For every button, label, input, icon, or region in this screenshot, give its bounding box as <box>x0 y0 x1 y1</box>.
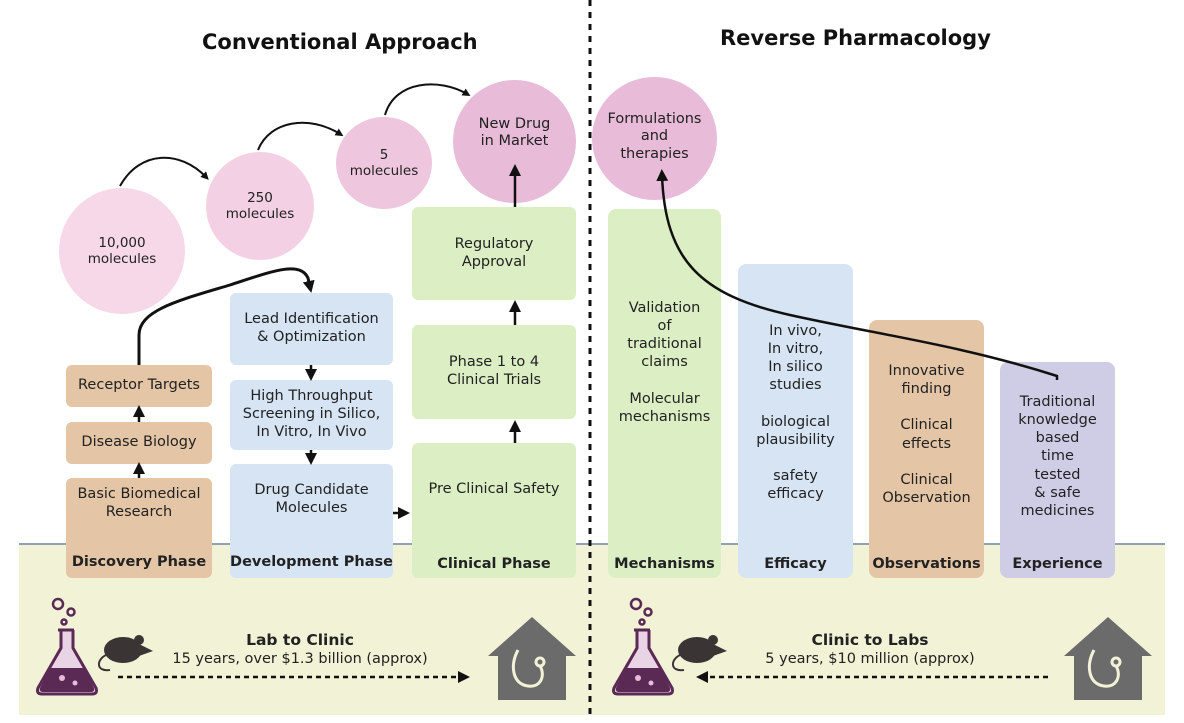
arrow-5-to-newdrug <box>384 83 471 116</box>
efficacy-label: Efficacy <box>764 556 827 572</box>
conventional-approach-title: Conventional Approach <box>202 30 478 54</box>
mechanisms-label: Mechanisms <box>614 556 715 572</box>
experience-label: Experience <box>1012 556 1103 572</box>
mouse-icon <box>672 635 727 672</box>
clinic-to-labs-subtitle: 5 years, $10 million (approx) <box>765 651 975 667</box>
receptor-targets-box: Receptor Targets <box>66 365 212 407</box>
formulations-therapies-circle: Formulations and therapies <box>592 77 717 200</box>
high-throughput-screening-box: High Throughput Screening in Silico, In … <box>230 380 393 450</box>
development-phase-label: Development Phase <box>230 554 393 570</box>
clinical-phase-label: Clinical Phase <box>437 556 551 572</box>
house-stethoscope-icon <box>1064 617 1152 700</box>
experience-text: Traditional knowledge based time tested … <box>1018 394 1097 519</box>
arrow-250-to-5 <box>257 121 344 151</box>
circle-5-molecules: 5 molecules <box>336 117 432 209</box>
reverse-pharmacology-title: Reverse Pharmacology <box>720 26 991 50</box>
arrow-experience-to-formulations <box>656 169 1059 380</box>
baseline-divider <box>19 543 1165 545</box>
arrow-receptor-to-lead <box>137 267 315 365</box>
house-stethoscope-icon <box>488 617 576 700</box>
lead-identification-box: Lead Identification & Optimization <box>230 293 393 365</box>
mouse-icon <box>98 635 153 672</box>
lab-to-clinic-subtitle: 15 years, over $1.3 billion (approx) <box>172 651 428 667</box>
disease-biology-box: Disease Biology <box>66 422 212 464</box>
observations-text: Innovative finding Clinical effects Clin… <box>882 363 971 506</box>
discovery-phase-label: Discovery Phase <box>71 554 207 570</box>
mechanisms-text: Validation of traditional claims Molecul… <box>618 300 711 425</box>
clinic-to-labs-title: Clinic to Labs <box>811 631 929 649</box>
flask-icon <box>36 597 98 696</box>
drug-candidate-molecules-box: Drug Candidate Molecules <box>230 464 393 578</box>
arrow-10000-to-250 <box>119 156 209 187</box>
efficacy-text: In vivo, In vitro, In silico studies bio… <box>756 323 835 503</box>
observations-label: Observations <box>872 556 981 572</box>
pre-clinical-safety-box: Pre Clinical Safety <box>412 443 576 578</box>
circle-10000-molecules: 10,000 molecules <box>59 188 185 314</box>
lab-to-clinic-title: Lab to Clinic <box>246 631 354 649</box>
clinical-trials-box: Phase 1 to 4 Clinical Trials <box>412 325 576 419</box>
basic-biomedical-research-box: Basic Biomedical Research <box>66 478 212 578</box>
circle-250-molecules: 250 molecules <box>206 152 314 260</box>
experience-column <box>1000 362 1115 578</box>
flask-icon <box>612 597 674 696</box>
observations-column <box>869 320 984 578</box>
regulatory-approval-box: Regulatory Approval <box>412 207 576 300</box>
mechanisms-column <box>608 209 721 578</box>
